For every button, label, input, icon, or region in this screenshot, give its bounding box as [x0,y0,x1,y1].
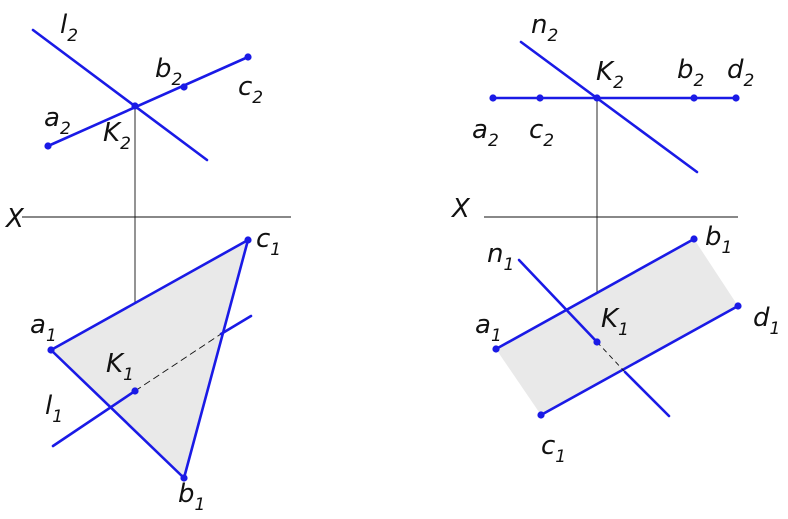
point-a2 [44,142,52,150]
point-a1 [47,346,55,354]
label-l1: l1 [45,391,63,427]
edge-a1-c1 [49,238,250,352]
label-a2-right: a2 [472,115,499,151]
label-k2: K2 [103,118,131,154]
label-k1-right: K1 [601,304,629,340]
label-d2-right: d2 [727,55,754,91]
label-d1-right: d1 [753,303,780,339]
label-c2: c2 [238,72,263,108]
edge-c1-b1 [182,238,250,480]
right-figure: X n2 K2 b2 d2 a2 c2 n1 b1 d1 a1 [450,10,780,467]
label-b1-right: b1 [705,222,732,258]
label-c1-right: c1 [541,431,566,467]
line-l1-lower [51,389,137,448]
line-n1-lower [623,370,671,418]
point-d2-right [732,94,740,102]
point-c2 [244,53,252,61]
point-k2 [131,102,139,110]
line-l1-upper [219,314,253,336]
line-n2 [519,40,699,174]
point-d1-right [734,302,742,310]
label-a1-right: a1 [475,310,502,346]
line-c1-d1 [539,304,740,417]
axis-label-left: X [4,204,25,234]
point-k1 [131,387,139,395]
label-a1: a1 [30,310,57,346]
label-l2: l2 [60,10,78,46]
line-l1-hidden [134,333,222,392]
line-n1-hidden [596,341,626,373]
point-c1-right [537,411,545,419]
edge-a1-b1 [49,348,186,480]
label-n1: n1 [487,239,514,275]
label-b2-right: b2 [677,55,704,91]
point-b1-right [690,235,698,243]
point-b2-right [690,94,698,102]
label-c2-right: c2 [529,115,554,151]
point-b2 [180,83,188,91]
point-a1-right [492,345,500,353]
label-n2: n2 [531,10,558,46]
label-c1: c1 [256,224,281,260]
label-b2: b2 [155,54,182,90]
label-a2: a2 [44,103,71,139]
right-plane-fill [496,239,738,415]
point-k2-right [593,94,601,102]
label-b1: b1 [178,479,205,515]
line-n1-upper [517,258,599,344]
line-l2 [31,28,209,162]
label-k2-right: K2 [596,57,624,93]
point-c2-right [536,94,544,102]
axis-label-right: X [450,194,471,224]
left-figure: X l2 b2 c2 a2 K2 c1 a1 K1 l1 b1 [4,10,291,515]
left-triangle-fill [51,240,248,478]
point-c1 [244,236,252,244]
line-a1-b1 [494,237,696,351]
point-a2-right [489,94,497,102]
label-k1: K1 [106,349,134,385]
point-k1-right [593,338,601,346]
point-b1 [180,474,188,482]
line-a2-c2 [46,55,250,148]
